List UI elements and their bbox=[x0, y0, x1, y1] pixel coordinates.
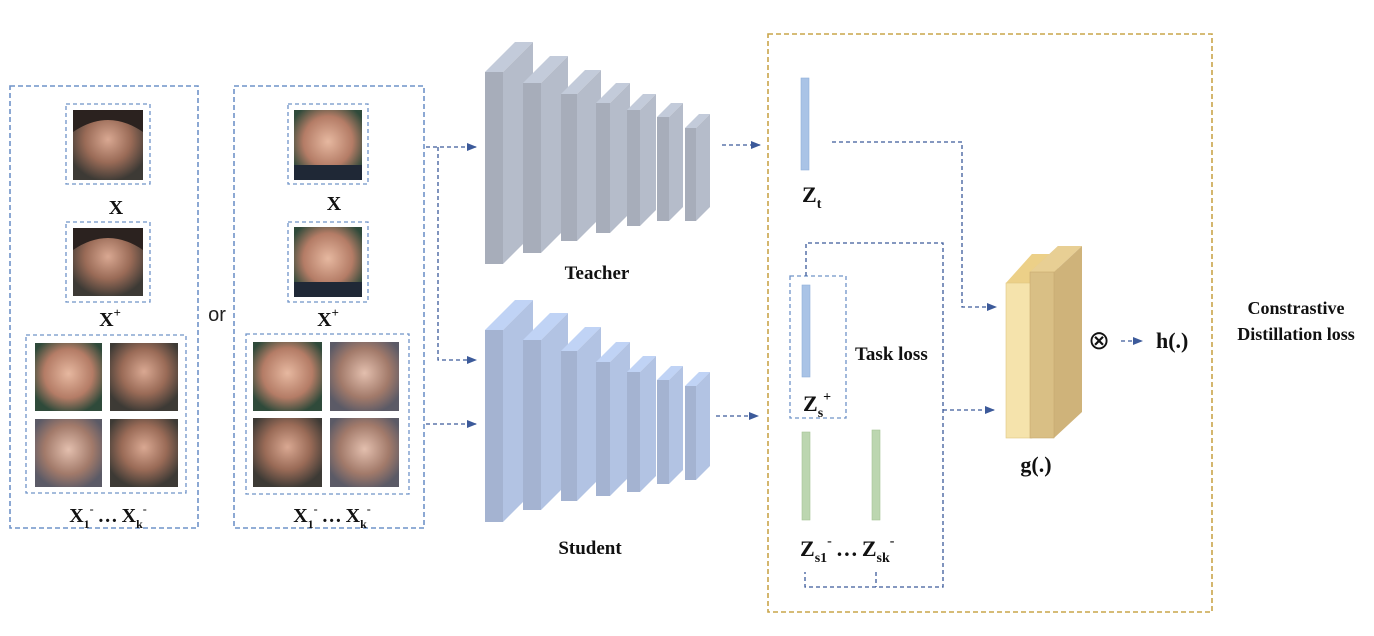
layer-side bbox=[577, 70, 601, 241]
task-loss-label: Task loss bbox=[855, 344, 928, 365]
h-label: h(.) bbox=[1156, 328, 1188, 353]
layer-top bbox=[561, 327, 601, 351]
face-photo bbox=[110, 419, 178, 487]
layer-top bbox=[657, 366, 683, 380]
face-photo bbox=[73, 110, 143, 180]
layer-side bbox=[669, 366, 683, 484]
layer-top bbox=[485, 42, 533, 72]
right-input-panel: X X+ X1-…Xk- bbox=[233, 85, 425, 531]
layer-front bbox=[627, 110, 640, 226]
layer-front bbox=[523, 83, 541, 253]
projection-panel bbox=[767, 33, 1213, 613]
layer-top bbox=[596, 83, 630, 103]
layer-front bbox=[685, 128, 696, 221]
layer-top bbox=[523, 313, 568, 340]
layer-front bbox=[596, 362, 610, 496]
g-label: g(.) bbox=[1020, 452, 1051, 477]
left-positive-label: X+ bbox=[99, 305, 121, 331]
g-projection-block bbox=[1005, 246, 1082, 439]
teacher-label: Teacher bbox=[565, 263, 630, 284]
teacher-network bbox=[485, 42, 710, 264]
face-photo bbox=[73, 228, 143, 296]
layer-front bbox=[657, 380, 669, 484]
layer-top bbox=[596, 342, 630, 362]
student-network bbox=[485, 300, 710, 522]
loss-title-line1: Constrastive bbox=[1248, 298, 1345, 318]
face-photo bbox=[35, 419, 102, 487]
left-negatives-label: X1-…Xk- bbox=[69, 502, 147, 531]
right-anchor-label: X bbox=[327, 193, 342, 215]
left-input-panel: X X+ X1-…Xk- bbox=[9, 85, 199, 531]
face-photo bbox=[253, 342, 322, 411]
layer-side bbox=[610, 342, 630, 496]
layer-side bbox=[640, 94, 656, 226]
layer-side bbox=[610, 83, 630, 233]
layer-top bbox=[561, 70, 601, 94]
zs-negative-bar bbox=[801, 431, 811, 521]
layer-top bbox=[627, 356, 656, 372]
zs-positive-box bbox=[789, 275, 847, 419]
layer-top bbox=[685, 114, 710, 128]
zs-positive-bar bbox=[801, 284, 811, 378]
or-text: or bbox=[208, 304, 226, 326]
zt-embedding-bar bbox=[800, 77, 810, 171]
task-loss-connectors bbox=[804, 242, 944, 588]
left-anchor-label: X bbox=[109, 197, 124, 219]
face-photo bbox=[253, 418, 322, 487]
face-photo bbox=[330, 418, 399, 487]
network-output-arrows bbox=[716, 141, 761, 420]
layer-top bbox=[627, 94, 656, 110]
layer-front bbox=[627, 372, 640, 492]
layer-front bbox=[561, 351, 577, 501]
layer-side bbox=[640, 356, 656, 492]
face-photo bbox=[35, 343, 102, 411]
layer-top bbox=[523, 56, 568, 83]
face-photo bbox=[294, 227, 362, 297]
face-photo bbox=[110, 343, 178, 411]
layer-front bbox=[596, 103, 610, 233]
layer-top bbox=[485, 300, 533, 330]
layer-side bbox=[696, 372, 710, 480]
layer-front bbox=[485, 330, 503, 522]
layer-front bbox=[485, 72, 503, 264]
face-photo bbox=[330, 342, 399, 411]
input-arrows bbox=[426, 143, 477, 428]
zs-negative-bar bbox=[871, 429, 881, 521]
layer-side bbox=[696, 114, 710, 221]
layer-side bbox=[669, 103, 683, 221]
projection-input-arrows bbox=[832, 141, 997, 414]
layer-side bbox=[577, 327, 601, 501]
layer-front bbox=[523, 340, 541, 510]
student-label: Student bbox=[558, 538, 622, 559]
layer-front bbox=[657, 117, 669, 221]
layer-front bbox=[561, 94, 577, 241]
layer-top bbox=[657, 103, 683, 117]
right-positive-label: X+ bbox=[317, 305, 339, 331]
right-negatives-label: X1-…Xk- bbox=[293, 502, 371, 531]
layer-top bbox=[685, 372, 710, 386]
zs-negatives-label: Zs1-…Zsk- bbox=[800, 534, 895, 566]
loss-title-line2: Distillation loss bbox=[1237, 324, 1355, 344]
face-photo bbox=[294, 110, 362, 180]
zs-positive-label: Zs+ bbox=[803, 390, 831, 421]
otimes-icon: ⊗ bbox=[1088, 326, 1110, 356]
layer-front bbox=[685, 386, 696, 480]
zt-label: Zt bbox=[802, 182, 822, 212]
